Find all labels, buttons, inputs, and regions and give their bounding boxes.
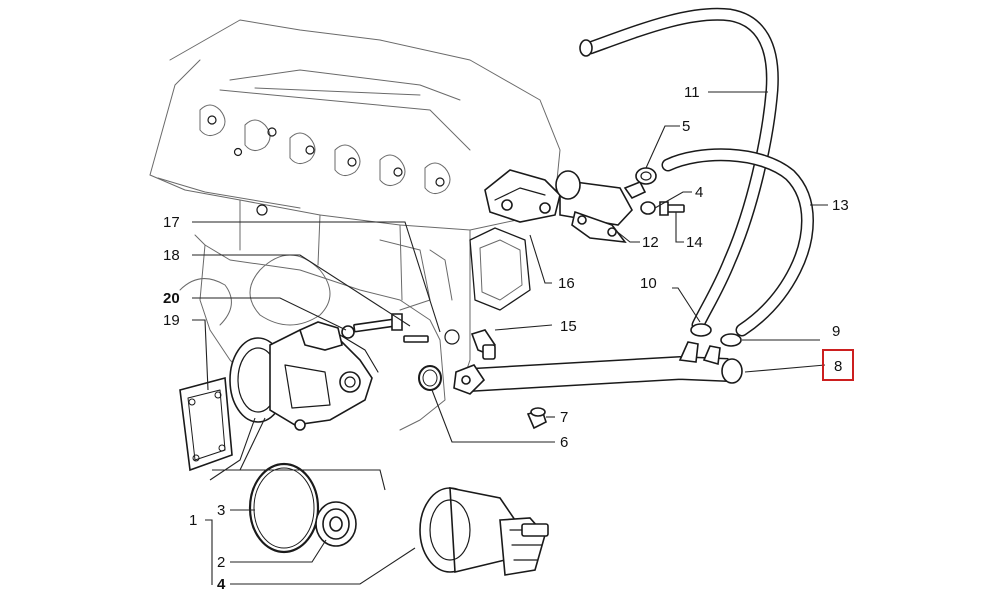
- callout-16: 16: [558, 275, 575, 292]
- stud-17: [403, 335, 429, 343]
- callout-9: 9: [832, 323, 840, 340]
- drain-plug-7: [526, 407, 547, 430]
- temperature-sensor-15: [444, 329, 496, 360]
- coolant-hose-13: [661, 148, 814, 337]
- engine-block-outline: [149, 19, 561, 431]
- callout-10: 10: [640, 275, 657, 292]
- hose-clamp-9: [720, 333, 742, 347]
- callout-2: 2: [217, 554, 225, 571]
- callout-4: 4: [695, 184, 703, 201]
- callout-4-bottom: 4: [217, 576, 226, 593]
- callout-13: 13: [832, 197, 849, 214]
- hose-clamp-5: [635, 167, 657, 185]
- pump-gasket-19: [179, 376, 233, 472]
- leader-lines: [192, 91, 828, 585]
- pump-o-ring-3: [248, 462, 320, 554]
- callout-8-highlight-box: [822, 349, 854, 381]
- callout-17: 17: [163, 214, 180, 231]
- outlet-pipe-bracket: [555, 170, 647, 244]
- callout-18: 18: [163, 247, 180, 264]
- callout-20: 20: [163, 290, 180, 307]
- callout-5: 5: [682, 118, 690, 135]
- washer-20: [341, 325, 355, 339]
- o-ring-6: [418, 365, 442, 391]
- pump-seal-2: [315, 501, 357, 547]
- callout-14: 14: [686, 234, 703, 251]
- thermostat-housing: [484, 169, 561, 223]
- bolt-14: [640, 201, 685, 216]
- callout-7: 7: [560, 409, 568, 426]
- coolant-pipe-8: [453, 341, 743, 395]
- pump-cartridge-4: [419, 487, 549, 576]
- callout-labels: 11 5 4 13 14 12 17 18 16 20 10 19 15 9 8…: [163, 84, 854, 593]
- callout-3: 3: [217, 502, 225, 519]
- callout-19: 19: [163, 312, 180, 329]
- callout-8: 8: [834, 358, 842, 375]
- callout-15: 15: [560, 318, 577, 335]
- callout-11: 11: [684, 84, 700, 101]
- water-pump: [229, 321, 379, 431]
- coolant-hose-11: [579, 7, 779, 332]
- callout-12: 12: [642, 234, 659, 251]
- bolt-18: [353, 313, 403, 333]
- callout-1: 1: [189, 512, 197, 529]
- hose-clamp-10: [690, 323, 712, 337]
- callout-6: 6: [560, 434, 568, 451]
